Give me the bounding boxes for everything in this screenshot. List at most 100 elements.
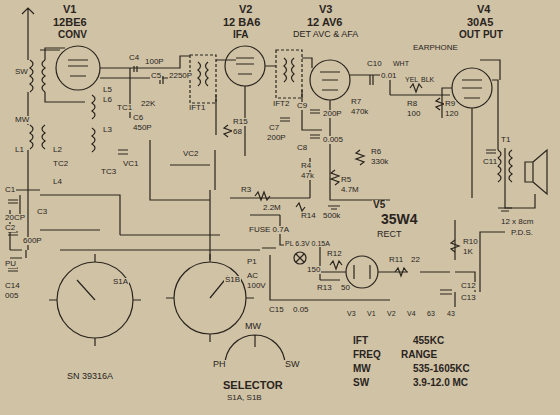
component-label: IFA xyxy=(232,30,250,40)
component-label: CONV xyxy=(57,30,88,40)
component-label: L1 xyxy=(14,146,25,154)
component-label: 68 xyxy=(232,128,243,136)
component-label: C15 xyxy=(268,306,285,314)
ift-can xyxy=(276,50,302,98)
component-label: 20CP xyxy=(4,214,26,222)
component-label: SW xyxy=(14,68,29,76)
tube-symbol xyxy=(56,46,100,90)
component-label: V5 xyxy=(372,200,386,210)
component-label: TC3 xyxy=(100,168,117,176)
resistor-symbols xyxy=(224,84,459,276)
component-label: C4 xyxy=(128,54,140,62)
component-label: 2.2M xyxy=(262,204,282,212)
component-label: 22K xyxy=(140,100,156,108)
component-label: V3 xyxy=(318,4,333,15)
component-label: R7 xyxy=(350,98,362,106)
pickup-jack xyxy=(10,250,26,258)
component-label: S1A xyxy=(112,278,129,286)
component-label: R14 xyxy=(300,212,317,220)
component-label: PU xyxy=(4,260,17,268)
component-label: V2 xyxy=(238,4,253,15)
component-label: C3 xyxy=(36,208,48,216)
component-label: R5 xyxy=(340,176,352,184)
component-label: C10 xyxy=(366,60,383,68)
component-label: V4 xyxy=(406,310,417,317)
ift-windings xyxy=(198,58,294,86)
speaker xyxy=(525,150,547,194)
component-label: 0.01 xyxy=(380,72,398,80)
tube-symbol xyxy=(225,46,265,86)
component-label: RANGE xyxy=(400,350,438,360)
component-label: V1 xyxy=(366,310,377,317)
component-label: C9 xyxy=(296,102,308,110)
component-label: L2 xyxy=(52,146,63,154)
component-label: L5 xyxy=(102,86,113,94)
component-label: 12 AV6 xyxy=(306,17,343,28)
component-label: R6 xyxy=(370,148,382,156)
component-label: FREQ xyxy=(352,350,382,360)
component-label: 100 xyxy=(406,110,421,118)
component-label: VC1 xyxy=(122,160,140,168)
fuse xyxy=(262,248,304,262)
component-label: 455KC xyxy=(412,336,445,346)
selector-dial xyxy=(225,335,285,365)
component-label: IFT2 xyxy=(272,100,290,108)
component-label: R13 xyxy=(316,284,333,292)
component-label: 47k xyxy=(300,172,315,180)
power-wires xyxy=(230,158,505,307)
component-label: R8 xyxy=(406,100,418,108)
component-label: VC2 xyxy=(182,150,200,158)
component-label: SW xyxy=(284,360,301,369)
component-label: PH xyxy=(212,360,227,369)
tuning-wires xyxy=(10,140,260,260)
component-label: 200P xyxy=(266,134,287,142)
component-label: MW xyxy=(244,322,262,331)
component-label: 0.05 xyxy=(292,306,310,314)
ift-can xyxy=(190,55,216,103)
component-label: 4.7M xyxy=(340,186,360,194)
component-label: R3 xyxy=(240,186,252,194)
component-label: EARPHONE xyxy=(412,44,459,52)
component-label: C14 xyxy=(4,282,21,290)
signal-wires xyxy=(28,48,535,250)
component-label: L3 xyxy=(102,126,113,134)
component-label: 30A5 xyxy=(466,17,494,28)
component-label: 005 xyxy=(4,292,19,300)
component-label: 535-1605KC xyxy=(412,364,471,374)
component-label: 500k xyxy=(322,212,341,220)
component-label: 35W4 xyxy=(380,212,419,226)
component-label: R10 xyxy=(462,238,479,246)
component-label: 3.9-12.0 MC xyxy=(412,378,469,388)
component-label: V4 xyxy=(476,4,491,15)
component-label: S1A, S1B xyxy=(226,394,263,402)
component-label: 43 xyxy=(446,310,456,317)
component-label: 330k xyxy=(370,158,389,166)
component-label: C5 xyxy=(150,72,162,80)
component-label: C11 xyxy=(482,158,498,166)
component-label: 12 x 8cm xyxy=(500,218,534,226)
component-label: WHT xyxy=(392,60,410,67)
component-label: S1B xyxy=(224,276,241,284)
component-label: MW xyxy=(14,116,30,124)
component-label: 22 xyxy=(410,256,421,264)
component-label: YEL xyxy=(404,76,419,83)
capacitor-symbols xyxy=(8,66,496,294)
component-label: PL 6.3V 0.15A xyxy=(284,240,331,247)
component-label: SN 39316A xyxy=(66,372,114,381)
component-label: V1 xyxy=(62,4,77,15)
component-label: R9 xyxy=(444,100,456,108)
component-label: P1 xyxy=(246,258,258,266)
component-label: R12 xyxy=(326,250,343,258)
switch-contacts xyxy=(49,254,254,346)
component-label: V3 xyxy=(346,310,357,317)
component-label: IFT xyxy=(352,336,369,346)
component-label: TC1 xyxy=(116,104,133,112)
component-label: SW xyxy=(352,378,370,388)
component-label: 120 xyxy=(444,110,459,118)
component-label: P.D.S. xyxy=(510,229,534,237)
component-label: 12BE6 xyxy=(52,17,88,28)
component-label: C7 xyxy=(268,124,280,132)
component-label: T1 xyxy=(500,136,511,144)
component-label: R4 xyxy=(300,162,312,170)
component-label: 1K xyxy=(462,248,474,256)
